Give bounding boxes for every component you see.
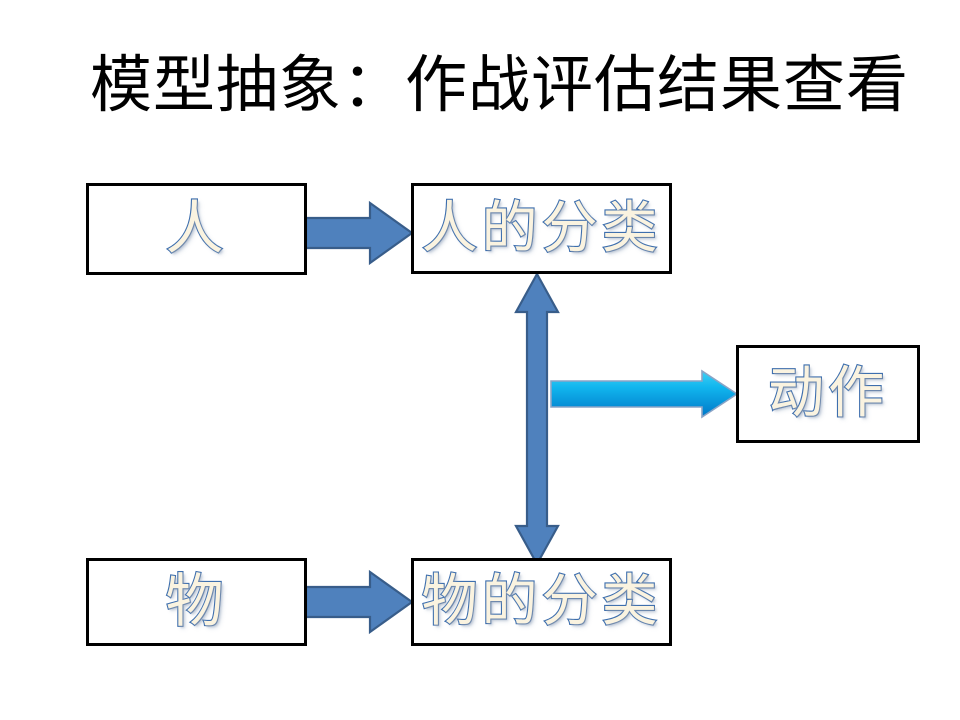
node-box-person[interactable]: 人: [86, 183, 307, 275]
arrow-classes-to-action[interactable]: [550, 369, 739, 419]
node-box-thing[interactable]: 物: [86, 558, 307, 646]
node-box-action[interactable]: 动作: [736, 345, 920, 443]
node-box-thing-class[interactable]: 物的分类: [411, 558, 672, 646]
page-title: 模型抽象：作战评估结果查看: [90, 52, 910, 120]
node-box-person-class[interactable]: 人的分类: [411, 183, 672, 274]
node-label-person: 人: [164, 196, 228, 261]
node-label-thing: 物: [164, 569, 228, 634]
arrow-person-to-person-class[interactable]: [304, 200, 414, 266]
arrow-thing-to-thing-class[interactable]: [304, 569, 414, 635]
node-label-person-class: 人的分类: [420, 197, 662, 260]
node-label-action: 动作: [767, 363, 888, 425]
arrow-person-class-to-thing-class[interactable]: [514, 271, 560, 567]
node-label-thing-class: 物的分类: [420, 571, 662, 633]
